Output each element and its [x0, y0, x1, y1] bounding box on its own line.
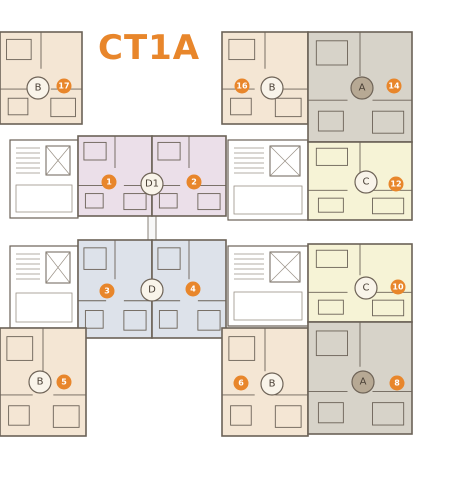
- stair-lift-core: [227, 139, 309, 221]
- unit-type-label: A: [359, 83, 366, 94]
- building-title: CT1A: [98, 28, 201, 68]
- unit-number-badge: 10: [390, 279, 406, 295]
- unit-type-label: D: [148, 285, 156, 296]
- unit-type-marker: A: [351, 370, 375, 394]
- unit-type-label: A: [360, 377, 367, 388]
- unit-type-marker: B: [260, 76, 284, 100]
- stair-lift-core: [227, 245, 309, 327]
- unit-type-label: C: [363, 177, 370, 188]
- unit-number-label: 4: [190, 285, 196, 294]
- core-areas: [9, 135, 309, 337]
- unit-number-label: 1: [106, 178, 112, 187]
- unit-number-badge: 14: [386, 78, 402, 94]
- unit-type-marker: C: [354, 170, 378, 194]
- unit-type-marker: B: [26, 76, 50, 100]
- unit-number-label: 3: [104, 287, 110, 296]
- unit-number-badge: 17: [56, 78, 72, 94]
- apartment-unit: B 16: [221, 31, 309, 125]
- unit-number-badge: 6: [233, 375, 249, 391]
- unit-number-badge: 16: [234, 78, 250, 94]
- apartment-unit: 3: [77, 239, 153, 339]
- unit-number-label: 5: [61, 378, 67, 387]
- unit-number-badge: 5: [56, 374, 72, 390]
- unit-type-label: B: [269, 83, 276, 94]
- unit-number-badge: 1: [101, 174, 117, 190]
- unit-type-marker: B: [260, 372, 284, 396]
- unit-number-label: 2: [191, 178, 197, 187]
- unit-number-label: 16: [236, 82, 248, 91]
- unit-type-marker: C: [354, 276, 378, 300]
- unit-type-label: D1: [145, 179, 159, 190]
- unit-type-marker: D1: [140, 172, 164, 196]
- unit-type-marker: B: [28, 370, 52, 394]
- unit-number-badge: 2: [186, 174, 202, 190]
- unit-type-marker: A: [350, 76, 374, 100]
- unit-number-label: 8: [394, 379, 400, 388]
- unit-type-label: B: [269, 379, 276, 390]
- unit-number-label: 12: [390, 180, 401, 189]
- apartment-unit: B6: [221, 327, 309, 437]
- apartment-unit: C 12: [307, 141, 413, 221]
- unit-number-label: 17: [58, 82, 69, 91]
- apartment-unit: B 17: [0, 31, 83, 125]
- unit-number-badge: 4: [185, 281, 201, 297]
- apartment-unit: A 14: [307, 31, 413, 143]
- unit-number-badge: 8: [389, 375, 405, 391]
- unit-number-label: 6: [238, 379, 244, 388]
- stair-lift-core: [9, 245, 79, 329]
- unit-type-label: C: [363, 283, 370, 294]
- unit-number-label: 10: [392, 283, 404, 292]
- unit-number-label: 14: [388, 82, 400, 91]
- unit-number-badge: 3: [99, 283, 115, 299]
- unit-type-marker: D: [140, 278, 164, 302]
- unit-type-label: B: [37, 377, 44, 388]
- apartment-unit: D1 2: [140, 135, 227, 217]
- apartment-unit: C 10: [307, 243, 413, 323]
- unit-type-label: B: [35, 83, 42, 94]
- apartment-unit: 1: [77, 135, 153, 217]
- unit-number-badge: 12: [388, 176, 404, 192]
- stair-lift-core: [9, 139, 79, 219]
